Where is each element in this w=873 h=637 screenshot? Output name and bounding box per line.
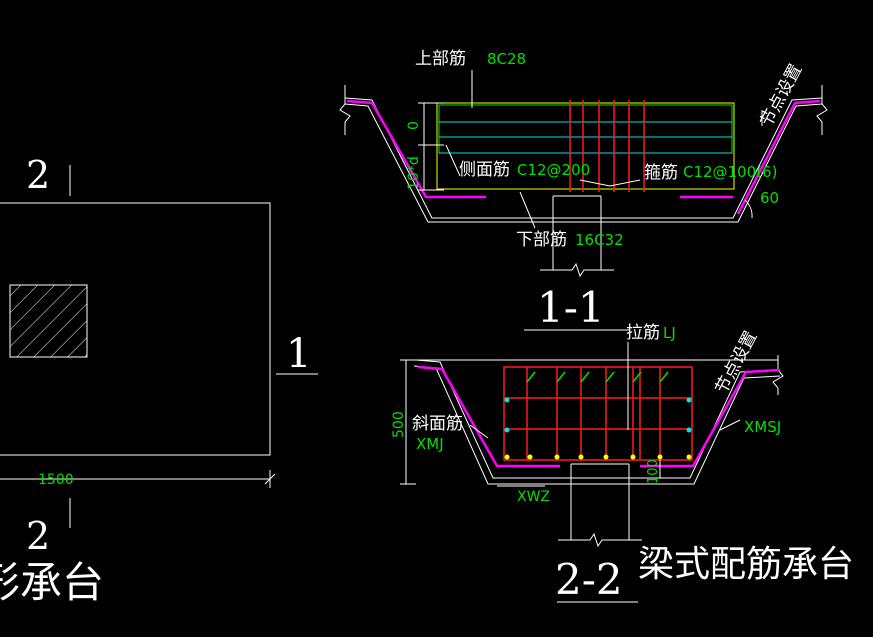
bottom-bar-label: 下部筋 [516,230,567,250]
section-title-1-1: 1-1 [537,283,605,332]
xwz-label: XWZ [517,489,550,505]
section-label-bottom: 2 [26,514,50,558]
section-label-right: 1 [286,331,311,377]
top-bar-label: 上部筋 [415,49,466,69]
xmsj-label: XMSJ [744,418,781,436]
angle-label: 60 [760,189,779,207]
section-title-2-2: 2-2 [555,555,623,604]
tie-value: LJ [663,324,676,342]
section-label-top: 2 [26,153,50,197]
bottom-bar-value: 16C32 [575,231,624,249]
column-hatched [9,284,88,358]
section-1-1 [339,70,828,331]
side-bar-label: 侧面筋 [459,160,510,180]
side-bar-value: C12@200 [517,161,590,179]
stirrup-value: C12@100(6) [683,163,777,181]
slope-label: 斜面筋 [412,414,463,434]
top-bar-value: 8C28 [487,50,526,68]
cap-outline [0,202,271,456]
left-title-partial: 形承台 [0,558,104,607]
plan-view [0,165,318,528]
dim-10d: 10*d [406,156,422,190]
width-dimension: 1500 [38,472,74,488]
stirrup-label: 箍筋 [644,163,678,183]
tie-label: 拉筋 [626,323,660,343]
section-2-2 [400,342,784,603]
dim-zero: 0 [406,121,422,130]
slope-value: XMJ [416,435,444,453]
main-title: 梁式配筋承台 [638,544,854,585]
height-dimension: 500 [391,411,407,438]
dim-100: 100 [646,459,661,484]
